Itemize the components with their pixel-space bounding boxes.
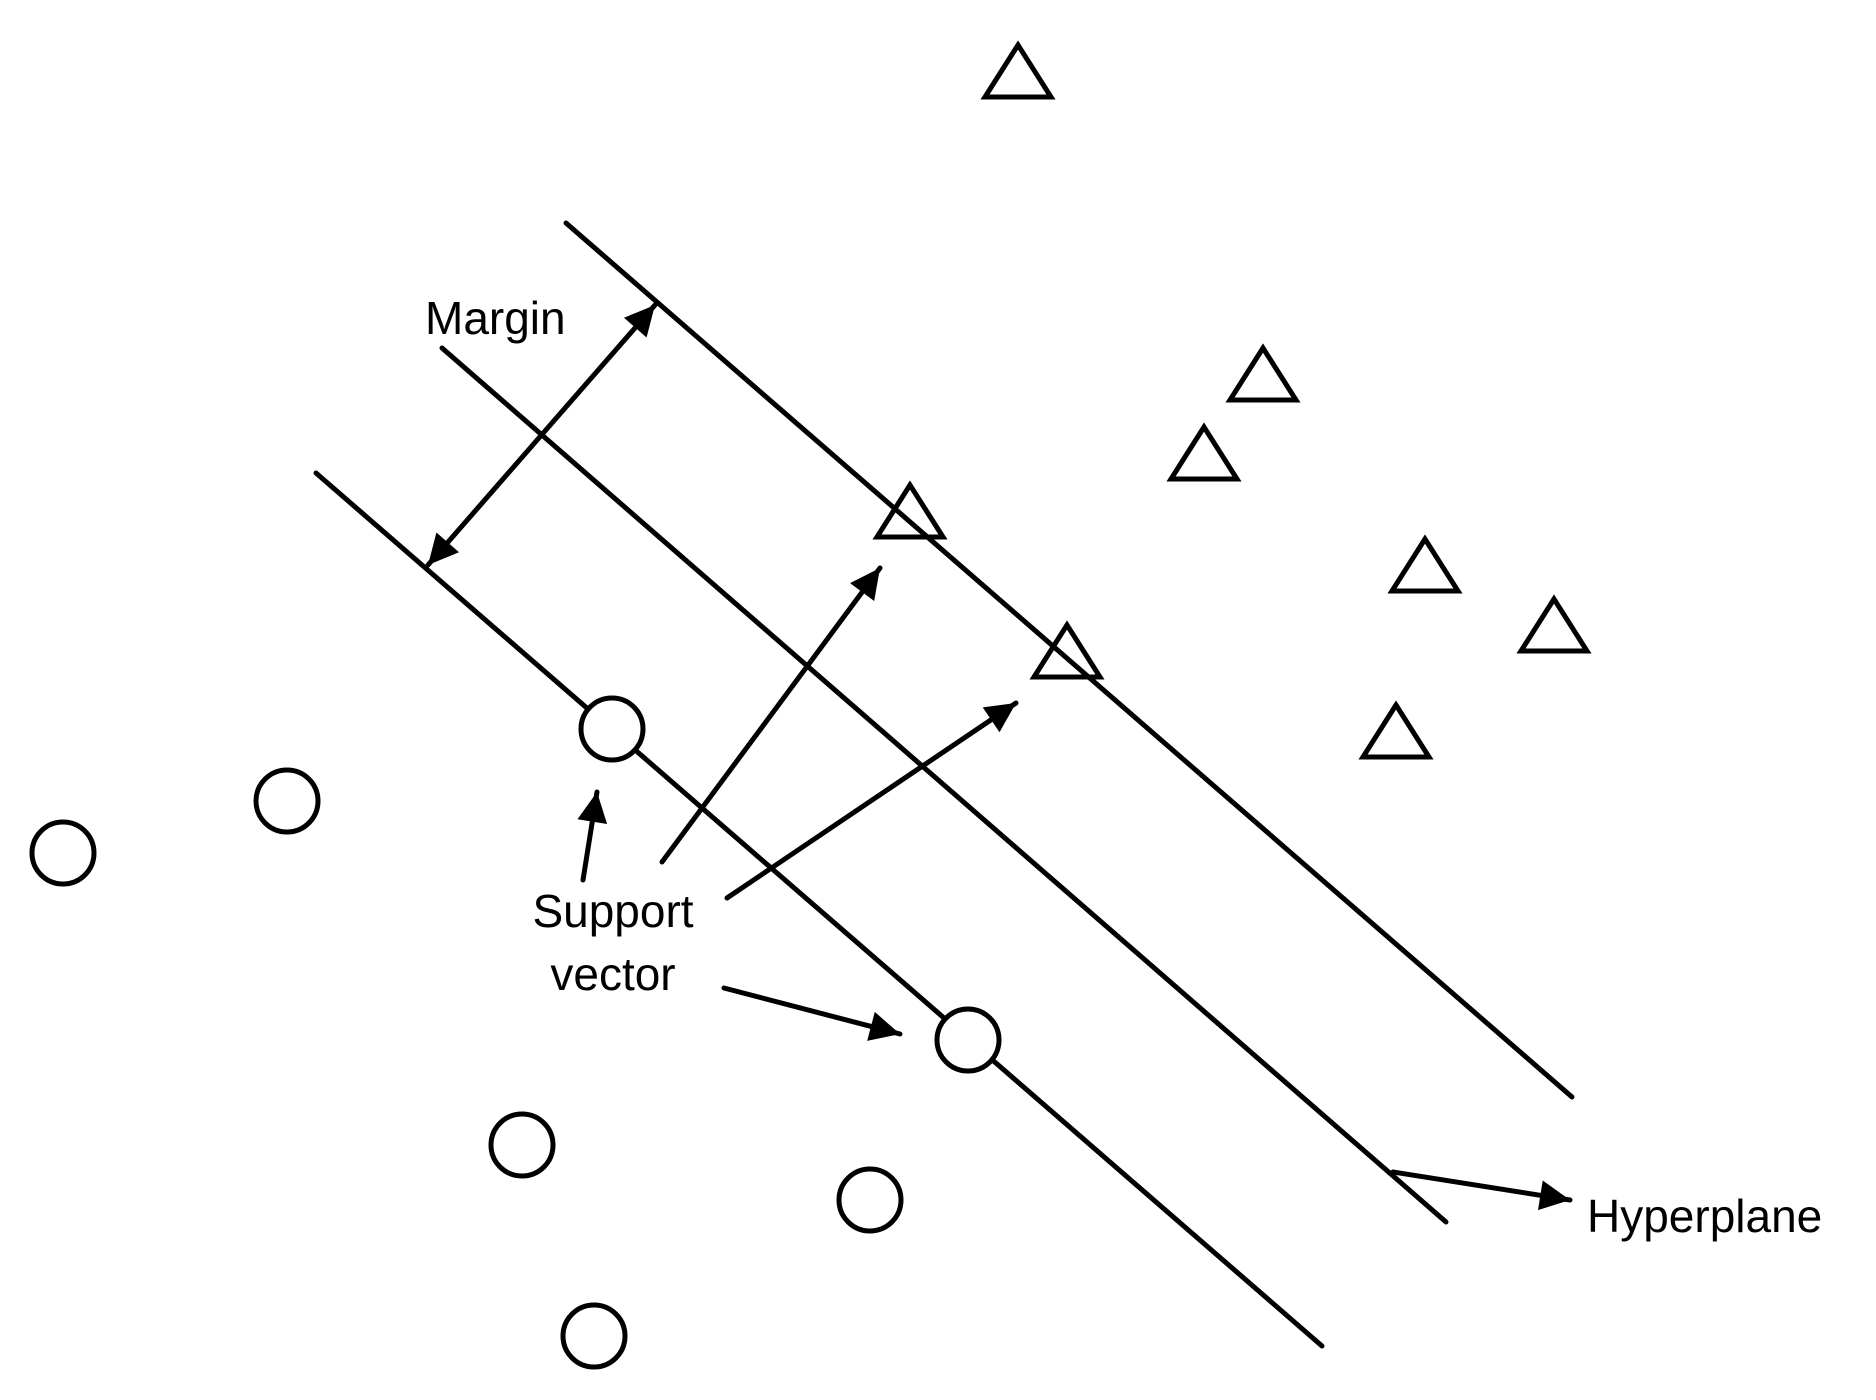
triangle-point xyxy=(1387,534,1463,594)
support-vector-arrow-triangle-1 xyxy=(659,565,883,865)
margin-arrow xyxy=(425,302,658,568)
margin-label: Margin xyxy=(425,292,566,344)
circle-point-support xyxy=(934,1006,1002,1074)
support-vector-label-line1: Support xyxy=(532,885,693,937)
circle-point xyxy=(29,819,97,887)
triangle-point xyxy=(1225,343,1301,403)
support-vector-arrow-triangle-2 xyxy=(724,700,1019,901)
support-vector-label-line2: vector xyxy=(550,948,675,1000)
circle-point xyxy=(836,1166,904,1234)
hyperplane-label: Hyperplane xyxy=(1587,1190,1822,1242)
circle-point xyxy=(560,1302,628,1370)
triangle-point-support xyxy=(872,480,948,540)
upper-margin-line xyxy=(563,220,1575,1100)
circle-point-support xyxy=(578,695,646,763)
lower-margin-line xyxy=(313,470,1325,1349)
hyperplane-line xyxy=(439,345,1449,1225)
triangle-point xyxy=(1358,700,1434,760)
triangle-point xyxy=(1166,422,1242,482)
support-vector-arrow-circle-top xyxy=(577,789,608,883)
triangle-point xyxy=(1516,594,1592,654)
circle-point xyxy=(488,1111,556,1179)
circle-point xyxy=(253,767,321,835)
triangle-point xyxy=(980,40,1056,100)
support-vector-arrow-circle-bottom xyxy=(721,985,903,1041)
hyperplane-arrow xyxy=(1390,1169,1573,1211)
triangle-point-support xyxy=(1029,620,1105,680)
